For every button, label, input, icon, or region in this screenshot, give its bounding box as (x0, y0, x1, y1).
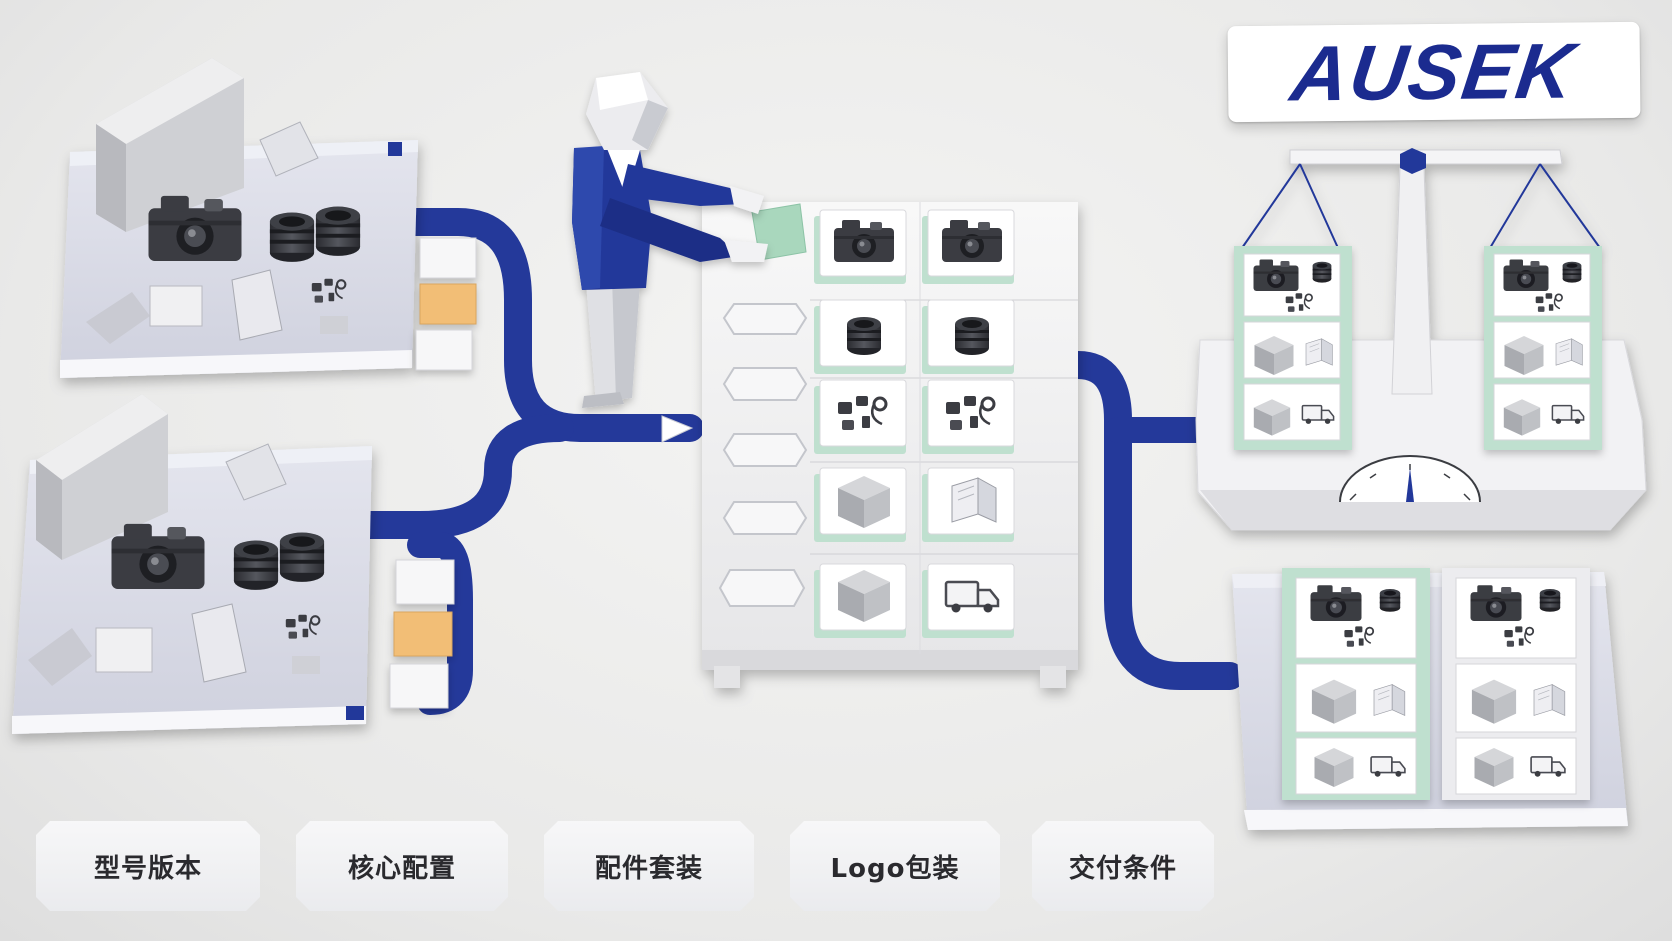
label-core-config: 核心配置 (296, 821, 508, 911)
label-logo-packaging-text: Logo包装 (830, 853, 960, 884)
origami-person (572, 72, 768, 408)
label-delivery-terms: 交付条件 (1032, 821, 1214, 911)
output-stacks (1282, 568, 1590, 800)
label-model-version-text: 型号版本 (93, 853, 202, 884)
row-placeholders (718, 303, 808, 607)
tray-bottom-contents (28, 394, 325, 686)
tray-top-contents (86, 58, 361, 344)
flow-arrow (661, 415, 694, 443)
label-accessory-kit: 配件套装 (544, 821, 754, 911)
chip-stack-bottom (389, 559, 455, 709)
scale-pan-left (1234, 246, 1352, 450)
label-delivery-terms-text: 交付条件 (1068, 853, 1177, 884)
chip-stack-top (415, 237, 477, 371)
brand-name: AUSEK (1286, 25, 1582, 118)
label-accessory-kit-text: 配件套装 (594, 853, 703, 884)
label-core-config-text: 核心配置 (347, 853, 456, 884)
scale-pan-right (1484, 246, 1602, 450)
flow-paths (346, 208, 1244, 715)
brand-logo: AUSEK (1227, 21, 1641, 123)
label-logo-packaging: Logo包装 (790, 821, 1000, 911)
label-model-version: 型号版本 (36, 821, 260, 911)
